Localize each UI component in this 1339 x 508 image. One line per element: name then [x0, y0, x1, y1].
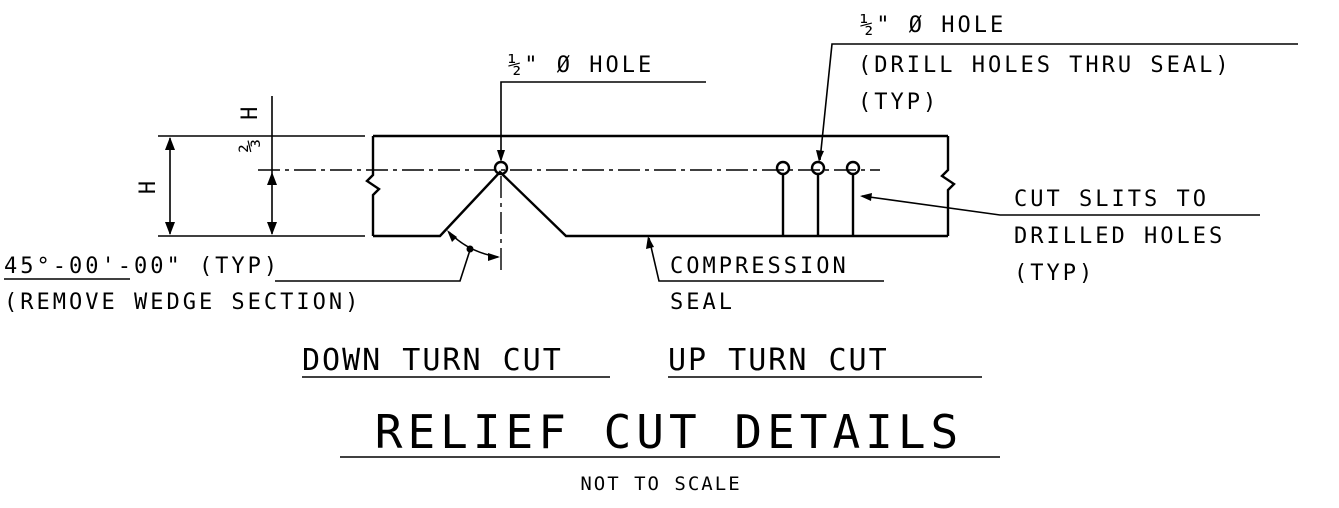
left-break-line	[365, 136, 381, 236]
compression-seal-outline	[365, 134, 956, 238]
scale-note: NOT TO SCALE	[580, 473, 741, 495]
cut-slits	[781, 174, 855, 236]
cut-slits-label: CUT SLITS TO	[1014, 187, 1209, 212]
hole-leader-right	[819, 43, 1298, 161]
slits-leader-arrowhead	[860, 193, 872, 201]
hole-leader-left-arrowhead	[497, 150, 505, 162]
up-turn-hole-3	[845, 160, 861, 176]
angle-leader	[275, 249, 471, 282]
hole-label-left: ½" Ø HOLE	[508, 53, 654, 78]
dimension-h: H	[136, 135, 365, 237]
angle-note: 45°-00'-00" (TYP)	[4, 254, 280, 279]
up-turn-hole-2	[810, 160, 826, 176]
dim-23h-arrow-top	[267, 172, 277, 185]
up-turn-hole-1	[775, 160, 791, 176]
dim-23h-label: ⅔ H	[238, 104, 263, 153]
slits-leader	[861, 195, 1260, 216]
angle-arc-arrow-right	[488, 253, 500, 261]
hole-leader-right-arrowhead	[816, 150, 824, 162]
right-break-line	[940, 136, 956, 236]
angle-arc-arrow-left	[447, 230, 457, 242]
title: RELIEF CUT DETAILS	[375, 405, 964, 459]
dim-h-arrow-top	[165, 137, 175, 150]
typ-note-slits: (TYP)	[1014, 261, 1095, 286]
seal-bottom-edge-with-wedge	[373, 170, 948, 238]
wedge-note: (REMOVE WEDGE SECTION)	[4, 290, 361, 315]
up-turn-caption: UP TURN CUT	[668, 343, 889, 378]
drilled-holes-label: DRILLED HOLES	[1014, 224, 1225, 249]
dim-h-label: H	[136, 178, 161, 194]
compression-label: COMPRESSION	[670, 254, 849, 279]
seal-leader-arrowhead	[646, 236, 654, 249]
leader-lines	[275, 43, 1298, 282]
seal-label: SEAL	[670, 290, 735, 315]
drilled-holes	[493, 160, 861, 176]
dimension-two-thirds-h: ⅔ H	[238, 96, 277, 235]
typ-note-right: (TYP)	[858, 90, 939, 115]
seal-leader	[648, 237, 884, 282]
angle-arc	[448, 231, 499, 258]
dim-h-arrow-bottom	[165, 222, 175, 235]
down-turn-caption: DOWN TURN CUT	[302, 343, 563, 378]
dim-23h-arrow-bottom	[267, 222, 277, 235]
hole-leader-left	[500, 81, 706, 160]
drill-note: (DRILL HOLES THRU SEAL)	[858, 53, 1232, 78]
hole-label-right: ½" Ø HOLE	[860, 13, 1006, 38]
